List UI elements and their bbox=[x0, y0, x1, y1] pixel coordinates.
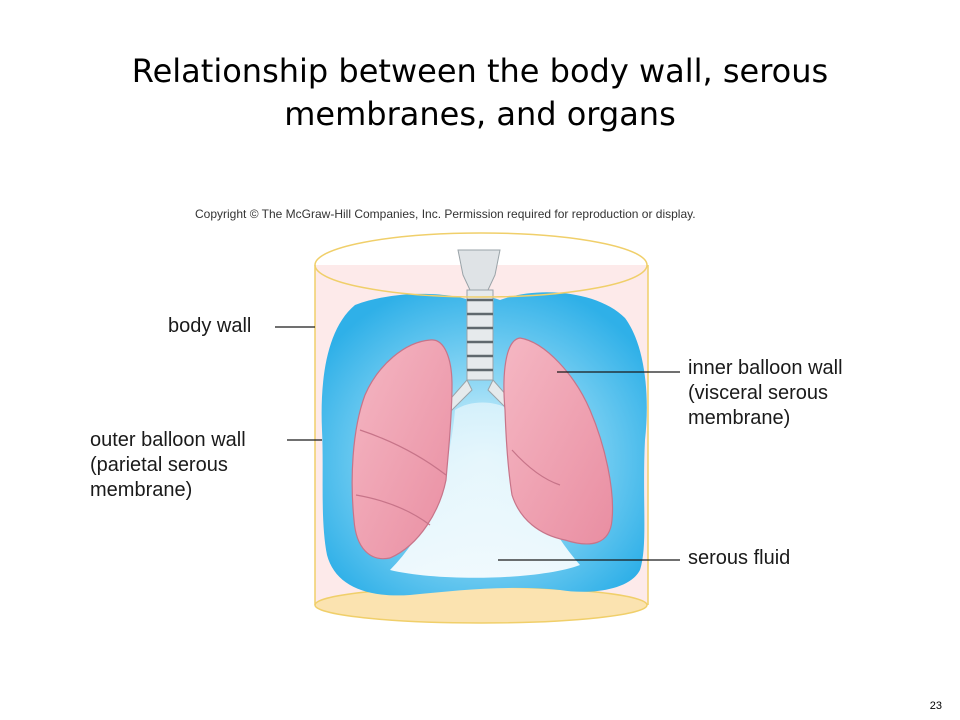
label-outer-balloon-line-3: membrane) bbox=[90, 479, 193, 501]
label-body-wall: body wall bbox=[168, 315, 252, 337]
label-inner-balloon-line-2: (visceral serous bbox=[688, 382, 829, 404]
serous-fluid-region bbox=[390, 402, 580, 578]
trachea-rings bbox=[467, 298, 493, 372]
trachea-tube bbox=[466, 289, 494, 381]
right-lung-fissure bbox=[511, 449, 561, 486]
slide-title: Relationship between the body wall, sero… bbox=[40, 50, 920, 136]
copyright-notice: Copyright © The McGraw-Hill Companies, I… bbox=[195, 207, 696, 221]
left-lung-fissure-2 bbox=[355, 494, 431, 526]
cylinder-bottom bbox=[314, 586, 648, 624]
right-lung bbox=[503, 337, 614, 545]
label-outer-balloon-line-2: (parietal serous bbox=[90, 454, 228, 476]
left-lung bbox=[351, 339, 453, 560]
label-serous-fluid: serous fluid bbox=[688, 547, 791, 569]
slide-title-line-1: Relationship between the body wall, sero… bbox=[131, 52, 829, 90]
label-outer-balloon-line-1: outer balloon wall bbox=[90, 429, 246, 451]
label-outer-balloon-wall: outer balloon wall (parietal serous memb… bbox=[90, 428, 246, 503]
left-lung-fissure-1 bbox=[359, 429, 447, 476]
label-inner-balloon-wall: inner balloon wall (visceral serous memb… bbox=[688, 356, 843, 431]
label-inner-balloon-line-3: membrane) bbox=[688, 407, 791, 429]
slide-title-line-2: membranes, and organs bbox=[284, 95, 676, 133]
cylinder-top-rim bbox=[314, 232, 648, 298]
label-inner-balloon-line-1: inner balloon wall bbox=[688, 357, 843, 379]
page-number: 23 bbox=[929, 700, 942, 712]
